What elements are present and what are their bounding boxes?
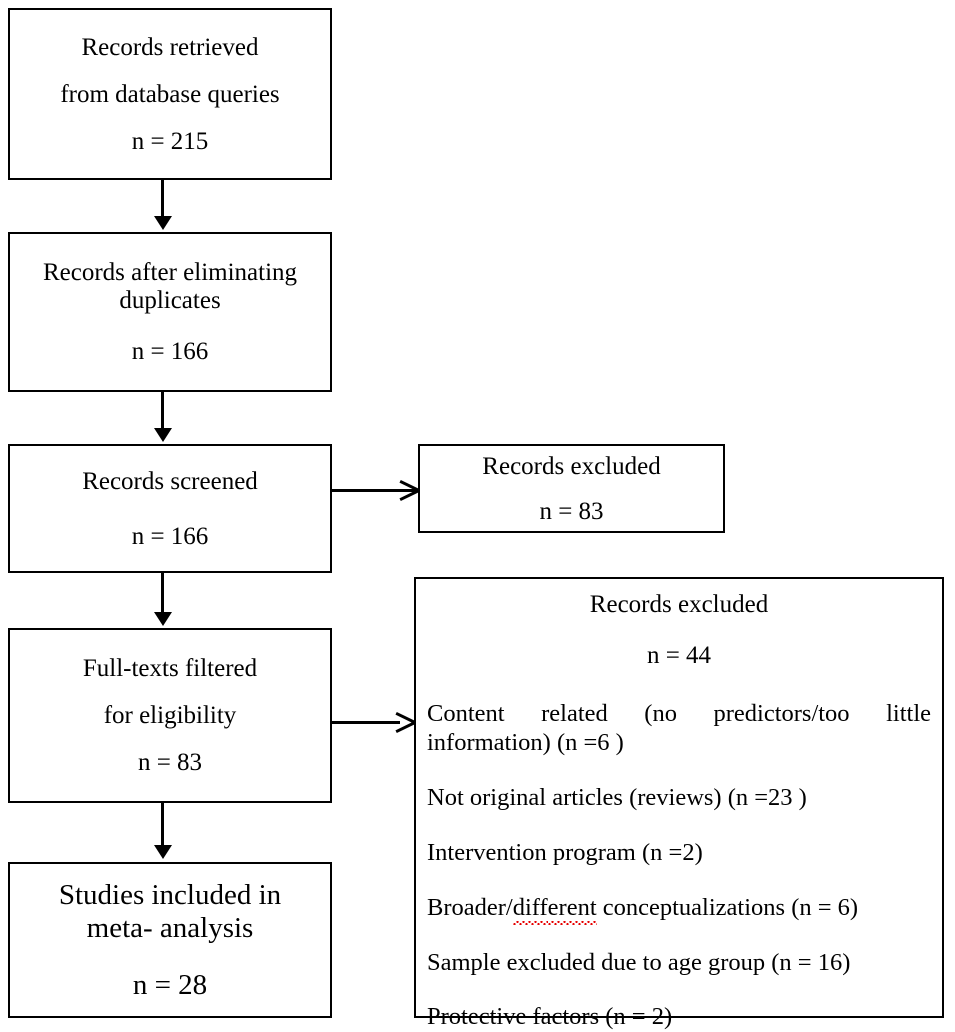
node-records-after-dedup: Records after eliminating duplicates n =… <box>8 232 332 392</box>
connector-retrieved-to-dedup <box>161 180 164 218</box>
reason-text-part-d: conceptualizations (n = 6) <box>596 893 859 921</box>
excluded-fulltext-count: n = 44 <box>646 642 712 669</box>
node-records-excluded-fulltext: Records excluded n = 44 Content related … <box>414 577 944 1030</box>
excluded-reason-intervention-program: Intervention program (n =2) <box>427 838 703 866</box>
node-records-retrieved-count: n = 215 <box>131 127 209 155</box>
node-fulltexts-filtered: Full-texts filtered for eligibility n = … <box>8 628 332 803</box>
node-records-retrieved-line2: from database queries <box>60 80 280 108</box>
excluded-reason-broader-conceptualizations: Broader/different conceptualizations (n … <box>427 893 931 925</box>
excluded-reason-age-group: Sample excluded due to age group (n = 16… <box>427 948 851 976</box>
arrowhead-fulltext-to-included-icon <box>153 845 172 859</box>
node-records-screened: Records screened n = 166 <box>8 444 332 573</box>
excluded-reason-not-original: Not original articles (reviews) (n =23 ) <box>427 783 807 811</box>
node-records-excluded-screening: Records excluded n = 83 <box>418 444 725 533</box>
connector-fulltext-to-excluded-full <box>332 721 400 724</box>
excluded-fulltext-reason-list: Content related (no predictors/too littl… <box>427 668 931 1032</box>
reason-text-part-a: Broader/ <box>427 893 513 921</box>
node-records-retrieved: Records retrieved from database queries … <box>8 8 332 180</box>
arrowhead-retrieved-to-dedup-icon <box>153 216 172 230</box>
connector-screened-to-excluded <box>332 489 418 492</box>
node-studies-included-count: n = 28 <box>132 968 208 1001</box>
node-records-excluded-screening-count: n = 83 <box>539 497 604 525</box>
node-records-screened-count: n = 166 <box>131 522 209 550</box>
arrowhead-screened-to-fulltext-icon <box>153 612 172 626</box>
node-fulltexts-filtered-line1: Full-texts filtered <box>82 655 258 682</box>
excluded-reason-content-related: Content related (no predictors/too littl… <box>427 700 931 756</box>
spellcheck-underline-erent: erent <box>547 893 597 925</box>
spellcheck-underline-diff: diff <box>512 893 548 925</box>
connector-dedup-to-screened <box>161 392 164 428</box>
node-records-retrieved-line1: Records retrieved <box>81 33 259 61</box>
node-fulltexts-filtered-line2: for eligibility <box>103 702 237 729</box>
node-studies-included-line2: meta- analysis <box>86 911 254 944</box>
node-fulltexts-filtered-count: n = 83 <box>137 749 203 776</box>
excluded-fulltext-title: Records excluded <box>589 591 769 618</box>
node-records-excluded-screening-line1: Records excluded <box>482 452 661 480</box>
excluded-reason-protective-factors: Protective factors (n = 2) <box>427 1003 673 1031</box>
node-studies-included-line1: Studies included in <box>58 878 282 911</box>
node-records-screened-line1: Records screened <box>82 467 258 495</box>
node-records-after-dedup-count: n = 166 <box>131 338 209 365</box>
connector-fulltext-to-included <box>161 803 164 846</box>
connector-screened-to-fulltext <box>161 573 164 614</box>
node-records-after-dedup-line2: duplicates <box>119 287 221 314</box>
node-studies-included: Studies included in meta- analysis n = 2… <box>8 862 332 1018</box>
arrowhead-dedup-to-screened-icon <box>153 428 172 442</box>
node-records-after-dedup-line1: Records after eliminating <box>42 259 298 286</box>
